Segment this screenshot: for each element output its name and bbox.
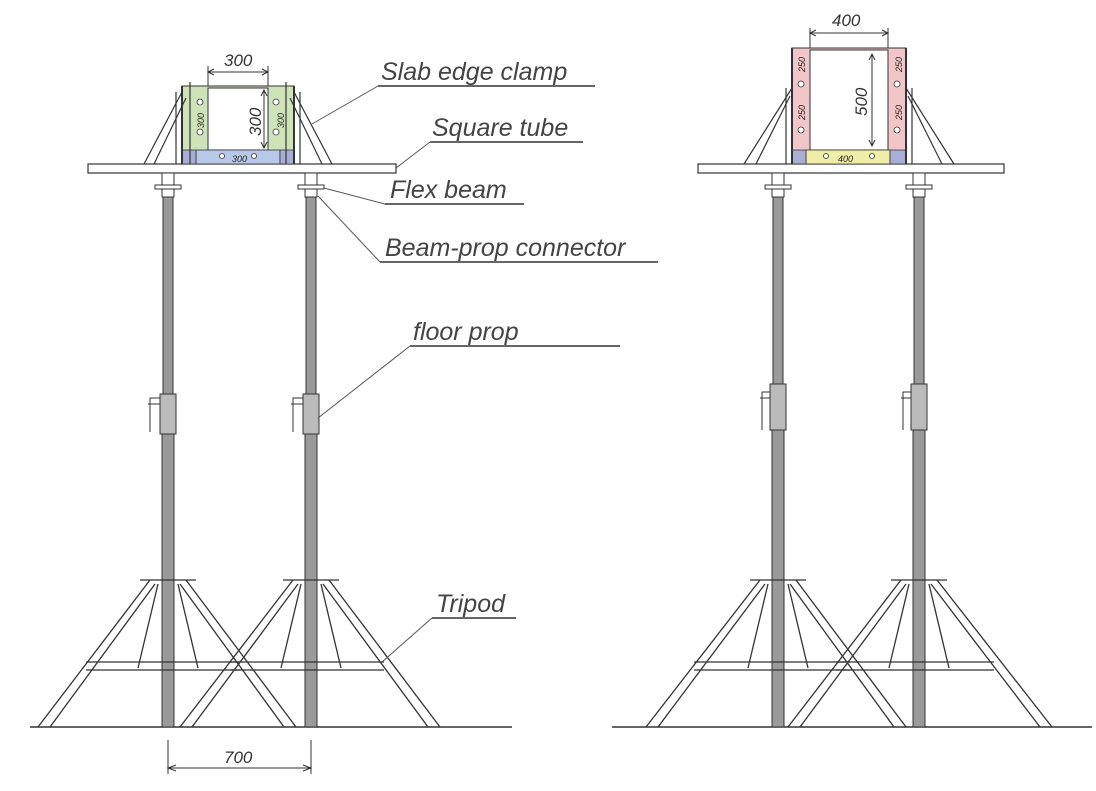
left-assembly: 300 300 300 300 300	[37, 51, 441, 774]
beam-prop-connector-right-2	[905, 184, 933, 190]
dim-left-width	[206, 66, 270, 86]
callouts	[311, 85, 658, 663]
tripod-right-1	[645, 579, 907, 728]
label-beam-prop-connector: Beam-prop connector	[385, 234, 627, 262]
slab-edge-clamp-right	[743, 87, 955, 165]
floor-prop-right-2	[901, 172, 928, 728]
dim-left-clamp-side-left: 300	[196, 113, 206, 128]
dim-right-width	[808, 28, 890, 48]
tripod-left-2	[179, 579, 441, 728]
label-slab-edge-clamp: Slab edge clamp	[381, 58, 567, 86]
dim-left-depth	[260, 88, 268, 150]
dim-left-depth-label: 300	[246, 107, 265, 136]
column-formwork-left	[181, 82, 295, 165]
dim-right-depth-label: 500	[852, 87, 871, 116]
tripod-right-2	[787, 579, 1053, 728]
label-floor-prop: floor prop	[413, 318, 519, 346]
dim-left-clamp-side-right: 300	[276, 113, 286, 128]
label-flex-beam: Flex beam	[390, 176, 507, 204]
column-formwork-right	[791, 47, 907, 165]
label-square-tube: Square tube	[432, 114, 568, 142]
dim-right-clamp-side-2: 250	[797, 105, 807, 121]
dim-right-clamp-side-3: 250	[894, 57, 904, 73]
beam-prop-connector-left-2	[297, 184, 325, 190]
dim-right-width-label: 400	[832, 11, 861, 30]
floor-prop-left-2	[291, 172, 320, 728]
right-assembly: 400 500 250 250 250 250 400	[645, 11, 1053, 728]
square-tube-right	[697, 163, 1005, 174]
dim-prop-spacing-label: 700	[224, 748, 253, 767]
square-tube-left	[87, 163, 397, 174]
dim-right-clamp-side-1: 250	[797, 57, 807, 73]
label-tripod: Tripod	[436, 590, 506, 618]
dim-right-depth	[868, 52, 876, 148]
dim-prop-spacing	[166, 740, 313, 774]
dim-right-clamp-side-4: 250	[894, 105, 904, 121]
dim-left-clamp-bottom: 300	[232, 154, 247, 164]
beam-prop-connector-right-1	[764, 184, 792, 190]
tripod-left-1	[37, 579, 297, 728]
dim-right-clamp-bottom: 400	[838, 154, 853, 164]
slab-edge-clamp-left	[143, 91, 333, 165]
beam-prop-connector-left-1	[154, 184, 182, 190]
dim-left-width-label: 300	[224, 51, 253, 70]
floor-prop-right-1	[760, 172, 787, 728]
floor-prop-left-1	[148, 172, 177, 728]
